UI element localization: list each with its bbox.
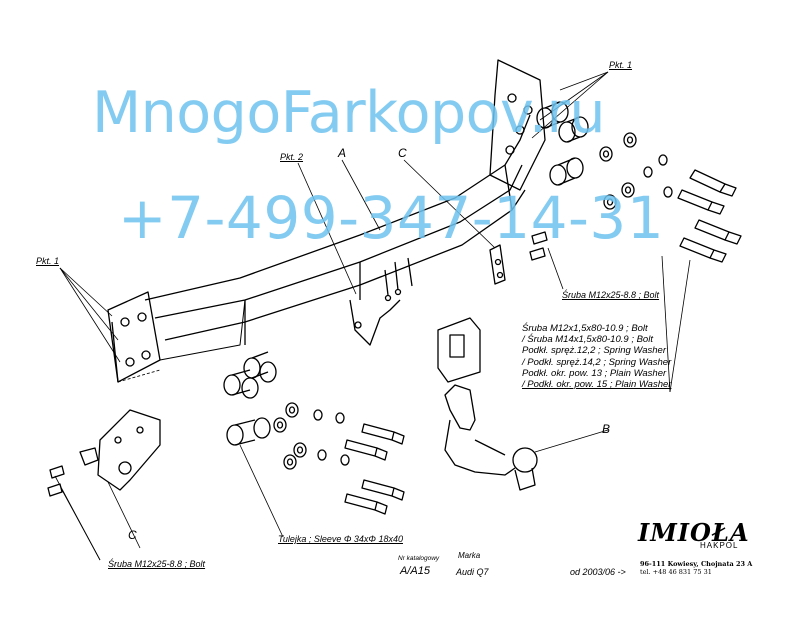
leader-lines [54,71,691,561]
company-address: 96-111 Kowiesy, Chojnata 23 A tel. +48 4… [640,560,752,576]
left-mount-plate [107,291,246,383]
catalog-label: Nr katalogowy [398,555,440,562]
label-part-a: A [338,146,347,160]
label-sleeve: Tulejka ; Sleeve Φ 34xΦ 18x40 [278,534,403,544]
label-pkt1-left: Pkt. 1 [36,256,60,266]
label-part-c-top: C [398,146,407,160]
center-brackets [349,257,413,346]
label-part-b: B [602,422,611,436]
washers-left [273,402,350,470]
spec-line: Podkł. okr. pow. 13 ; Plain Washer [522,367,667,379]
watermark-phone: +7-499-347-14-31 [118,184,665,252]
spec-line: Podkł. spręż.12,2 ; Spring Washer [522,345,666,357]
brand-label: Marka [458,551,481,560]
small-bolts-right [529,231,548,261]
ball-socket-bracket [437,317,481,383]
label-bolt-left: Śruba M12x25-8.8 ; Bolt [108,559,206,569]
right-mount-plate [489,59,546,191]
washers-right [599,132,673,210]
spec-line: / Śruba M14x1,5x80-10.9 ; Bolt [522,334,653,346]
label-pkt2: Pkt. 2 [280,152,304,162]
phone-line: tel. +48 46 831 75 31 [640,568,712,576]
label-part-c-bottom: C [128,528,137,542]
date-range: od 2003/06 -> [570,567,626,577]
label-bolt-right: Śruba M12x25-8.8 ; Bolt [562,290,660,300]
small-bracket-c-right [489,244,506,285]
bolts-right [677,169,742,263]
watermark-site: MnogoFarkopov.ru [92,80,606,146]
sleeves-left [223,351,277,446]
spec-line: / Podkł. spręż.14,2 ; Spring Washer [522,356,672,368]
address-line: 96-111 Kowiesy, Chojnata 23 A [640,560,753,568]
sleeves-right [536,101,589,186]
label-pkt1-right: Pkt. 1 [609,60,633,70]
logo-hakpol: HAKPOL [700,541,739,550]
small-bracket-c-left [79,409,161,491]
spec-line: Śruba M12x1,5x80-10.9 ; Bolt [522,323,648,334]
tow-ball-b [444,384,538,491]
spec-list: Śruba M12x1,5x80-10.9 ; Bolt / Śruba M14… [522,323,671,390]
catalog-value: A/A15 [400,565,430,577]
spec-line: / Podkł. okr. pow. 15 ; Plain Washer [522,379,672,391]
brand-value: Audi Q7 [456,567,489,577]
logo-imiola: IMIOŁA [638,518,750,547]
bolts-left [344,423,405,515]
small-bolts-left [47,465,65,497]
